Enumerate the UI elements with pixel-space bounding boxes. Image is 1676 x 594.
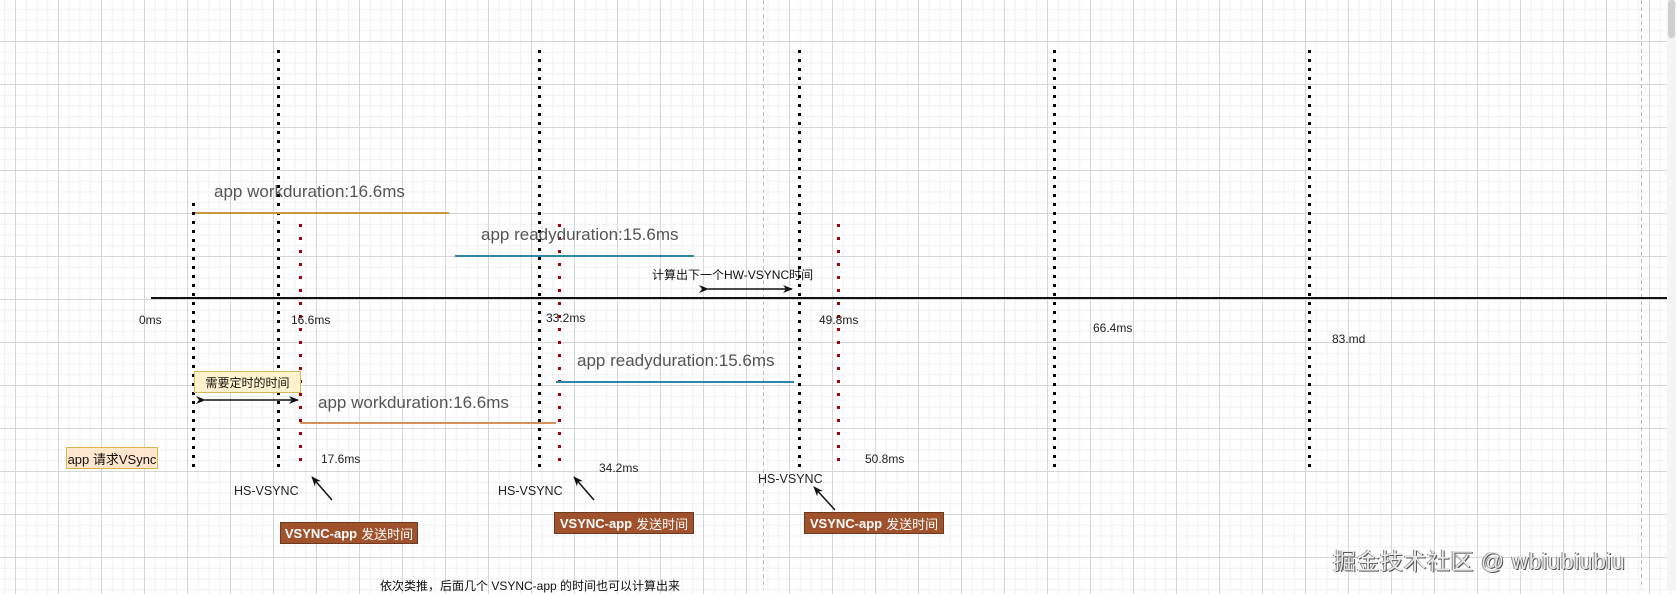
hs-vsync-label: HS-VSYNC [498,484,563,498]
tick-label: 66.4ms [1093,321,1133,335]
work-duration-line-1 [195,212,449,214]
vsync-app-box-en: VSYNC-app [809,515,883,531]
ready-duration-label-2: app readyduration:15.6ms [577,351,775,370]
watermark: 掘金技术社区 @ wbiubiubiu [1333,548,1626,574]
vsync-app-box-cn: 发送时间 [636,516,689,532]
vsync-app-box-en: VSYNC-app [559,515,633,531]
vsync-app-time-label: 17.6ms [321,452,361,466]
work-duration-label-2: app workduration:16.6ms [318,393,509,412]
work-duration-label-1: app workduration:16.6ms [214,182,405,201]
tick-label: 49.8ms [819,313,859,327]
vsync-app-box-en: VSYNC-app [284,525,358,541]
hs-vsync-label: HS-VSYNC [234,484,299,498]
pointer-arrow-icon [813,486,836,511]
ready-duration-label-1: app readyduration:15.6ms [481,225,679,244]
work-duration-line-2 [300,422,556,424]
hw-vsync-line-33-2 [538,50,541,468]
vsync-app-line-34-2 [558,224,561,468]
vsync-app-time-label: 34.2ms [599,461,639,475]
tick-label: 33.2ms [546,311,586,325]
page-break-line [1641,0,1642,589]
ready-duration-line-1 [455,255,694,257]
page-break-line [763,0,764,589]
tick-label: 0ms [139,313,162,327]
vertical-scrollbar[interactable] [1667,0,1676,589]
tick-label: 16.6ms [291,313,331,327]
hw-vsync-line-49-8 [798,50,801,468]
ready-duration-line-2 [556,381,794,383]
pointer-arrow-icon [573,476,595,501]
hs-vsync-label: HS-VSYNC [758,472,823,486]
scrollbar-thumb[interactable] [1668,0,1675,38]
calc-next-hw-vsync-label: 计算出下一个HW-VSYNC时间 [652,268,814,282]
vsync-app-box-cn: 发送时间 [361,526,414,542]
tick-label: 83.md [1332,332,1366,346]
request-vsync-line [192,203,195,468]
vsync-app-line-17-6 [299,224,302,468]
timer-needed-note: 需要定时的时间 [194,371,301,393]
hw-vsync-line-83 [1308,50,1311,468]
hw-vsync-line-66-4 [1053,50,1056,468]
vsync-app-line-50-8 [837,224,840,468]
pointer-arrow-icon [311,476,333,501]
vsync-app-time-label: 50.8ms [865,452,905,466]
hw-vsync-line-16-6 [277,50,280,468]
app-request-vsync-note: app 请求VSync [66,447,158,469]
timeline-axis [151,297,1667,299]
vsync-app-box-cn: 发送时间 [886,516,939,532]
